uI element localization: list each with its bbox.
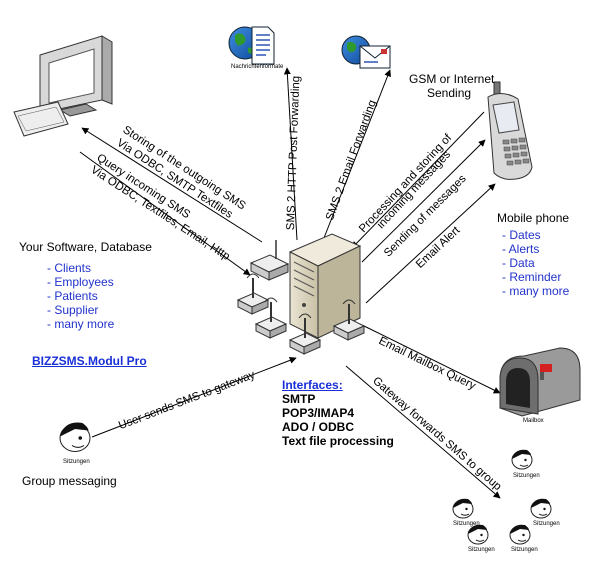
interfaces-block: Interfaces: SMTP POP3/IMAP4 ADO / ODBC T… bbox=[282, 378, 394, 448]
gsm-terminal-icon bbox=[332, 299, 366, 341]
arrow-processing-incoming bbox=[351, 111, 485, 249]
person-caption: Sitzungen bbox=[533, 521, 560, 527]
arrow-to-computer bbox=[81, 127, 263, 243]
gsm-terminal-icon bbox=[254, 297, 288, 339]
software-list: - Clients - Employees - Patients - Suppl… bbox=[47, 261, 114, 331]
nachrichtenformate-caption: Nachrichtenformate bbox=[231, 64, 284, 70]
mobile-list: - Dates - Alerts - Data - Reminder - man… bbox=[502, 228, 569, 298]
person-icon bbox=[511, 449, 533, 470]
person-caption: Sitzungen bbox=[468, 547, 495, 553]
gsm-terminal-icon bbox=[236, 273, 270, 315]
mobile-item: - Data bbox=[502, 256, 535, 270]
mobile-item: - Dates bbox=[502, 228, 541, 242]
mobile-item: - Alerts bbox=[502, 242, 540, 256]
person-caption: Sitzungen bbox=[63, 459, 90, 465]
arrow-mailbox-query bbox=[361, 324, 501, 394]
person-caption: Sitzungen bbox=[513, 473, 540, 479]
arrow-http-post bbox=[283, 67, 298, 241]
arrow-sending-messages bbox=[361, 139, 486, 263]
person-icon bbox=[467, 524, 489, 545]
gsm-terminal-icon bbox=[288, 313, 322, 355]
person-icon bbox=[530, 498, 552, 519]
person-icon bbox=[509, 524, 531, 545]
arrow-gateway-forwards bbox=[345, 365, 501, 499]
mobile-title: Mobile phone bbox=[497, 211, 570, 225]
group-messaging-label: Group messaging bbox=[22, 474, 117, 488]
gsm-terminals bbox=[236, 273, 366, 355]
gsm-modem-icon bbox=[249, 240, 290, 281]
person-caption: Sitzungen bbox=[511, 547, 538, 553]
person-icon bbox=[452, 498, 474, 519]
interfaces-title[interactable]: Interfaces: bbox=[282, 378, 343, 392]
arrow-email-forwarding bbox=[321, 69, 391, 244]
mobile-item: - Reminder bbox=[502, 270, 562, 284]
person-caption: Sitzungen bbox=[453, 521, 480, 527]
software-item: - many more bbox=[47, 317, 115, 331]
mailbox-caption: Mailbox bbox=[523, 418, 544, 424]
computer-icon bbox=[13, 35, 113, 137]
product-link[interactable]: BIZZSMS.Modul Pro bbox=[32, 354, 147, 368]
gsm-label-line2: Sending bbox=[427, 86, 472, 100]
connection-arrows bbox=[79, 67, 501, 499]
mailbox-icon bbox=[499, 347, 581, 417]
person-icon bbox=[59, 422, 91, 452]
interface-item: SMTP bbox=[282, 392, 316, 406]
software-title: Your Software, Database bbox=[19, 240, 152, 254]
arrow-email-alert bbox=[365, 183, 496, 304]
gsm-label-line1: GSM or Internet bbox=[409, 72, 495, 86]
globe-document-icon bbox=[228, 26, 275, 65]
interface-item: Text file processing bbox=[282, 434, 394, 448]
software-item: - Clients bbox=[47, 261, 92, 275]
globe-envelope-icon bbox=[341, 35, 391, 69]
software-item: - Supplier bbox=[47, 303, 99, 317]
arrow-query-from-software bbox=[79, 151, 251, 276]
mobile-item: - many more bbox=[502, 284, 570, 298]
mobile-phone-icon bbox=[487, 81, 533, 180]
people-icons bbox=[59, 422, 552, 545]
arrow-user-sends bbox=[91, 357, 297, 438]
interface-item: ADO / ODBC bbox=[282, 420, 354, 434]
software-item: - Employees bbox=[47, 275, 114, 289]
interface-item: POP3/IMAP4 bbox=[282, 406, 355, 420]
software-item: - Patients bbox=[47, 289, 98, 303]
